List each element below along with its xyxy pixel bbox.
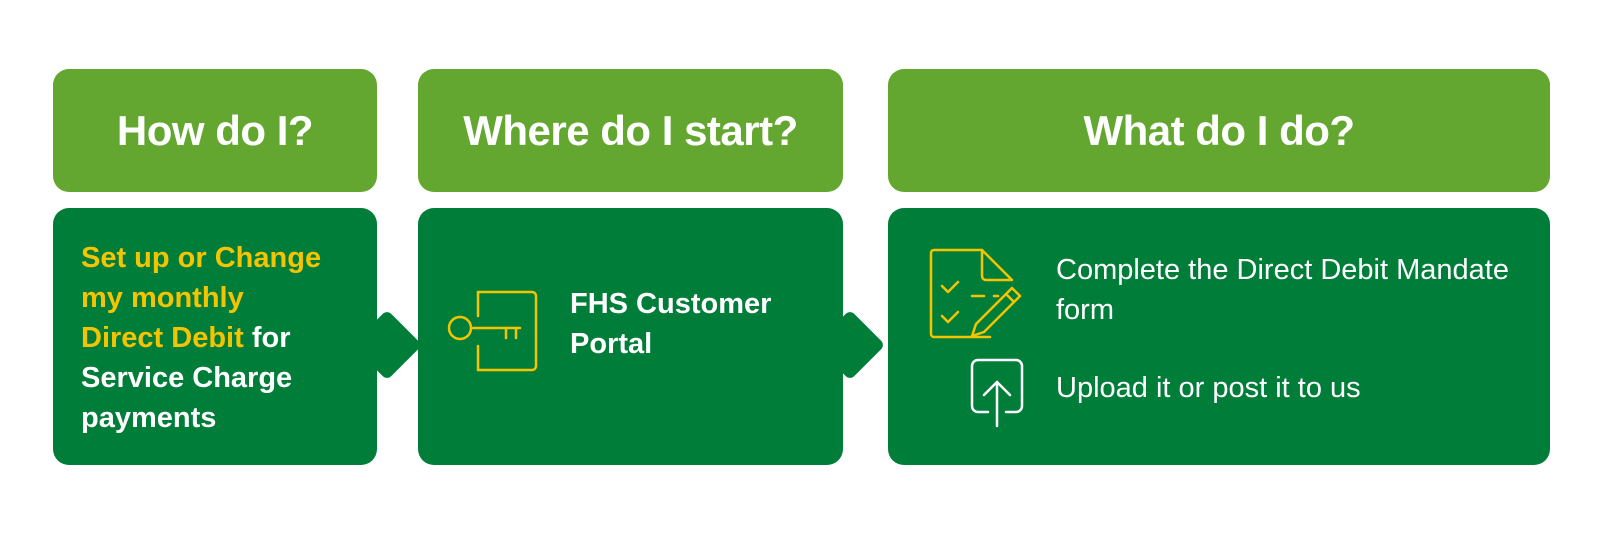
steps-panel: Complete the Direct Debit Mandate form U… [888,208,1550,465]
step-upload-or-post: Upload it or post it to us [1056,372,1361,404]
header-how-label: How do I? [116,106,314,154]
key-icon [447,290,538,372]
task-highlight-3: Direct Debit [81,322,244,354]
header-where-label: Where do I start? [463,106,798,154]
header-what-do-i-do: What do I do? [888,69,1550,192]
task-rest-5: payments [81,402,217,434]
step-complete-form: Complete the Direct Debit Mandate form [1056,254,1509,326]
header-how-do-i: How do I? [53,69,377,192]
task-panel: Set up or Change my monthly Direct Debit… [53,208,377,465]
task-highlight-2: my monthly [81,282,244,314]
form-checklist-icon [929,248,1022,339]
header-where-do-i-start: Where do I start? [418,69,843,192]
task-highlight-1: Set up or Change [81,242,322,274]
task-rest-inline: for [243,322,291,354]
task-description: Set up or Change my monthly Direct Debit… [81,238,361,438]
start-panel: FHS Customer Portal [418,208,843,465]
upload-icon [970,358,1024,428]
portal-label[interactable]: FHS Customer Portal [570,288,772,360]
task-rest-4: Service Charge [81,362,293,394]
header-what-label: What do I do? [1083,106,1355,154]
